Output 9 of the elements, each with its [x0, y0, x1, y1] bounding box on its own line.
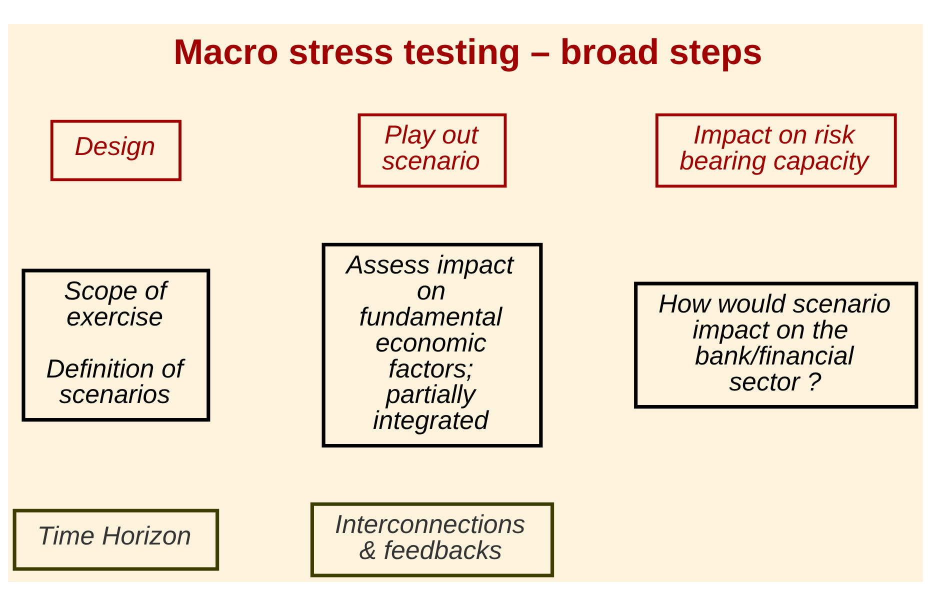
- node-box: Design: [50, 120, 182, 182]
- node-box: Time Horizon: [12, 508, 220, 571]
- node-box: Impact on risk bearing capacity: [655, 113, 897, 188]
- node-box: Interconnections & feedbacks: [310, 502, 554, 578]
- node-box: Play out scenario: [358, 113, 507, 188]
- node-box: Scope of exercise Definition of scenarios: [22, 268, 210, 422]
- node-box: How would scenario impact on the bank/financial sector ?: [634, 282, 918, 409]
- diagram-title: Macro stress testing – broad steps: [174, 32, 762, 72]
- node-box: Assess impact on fundamental economic factors; partially integrated: [322, 242, 543, 448]
